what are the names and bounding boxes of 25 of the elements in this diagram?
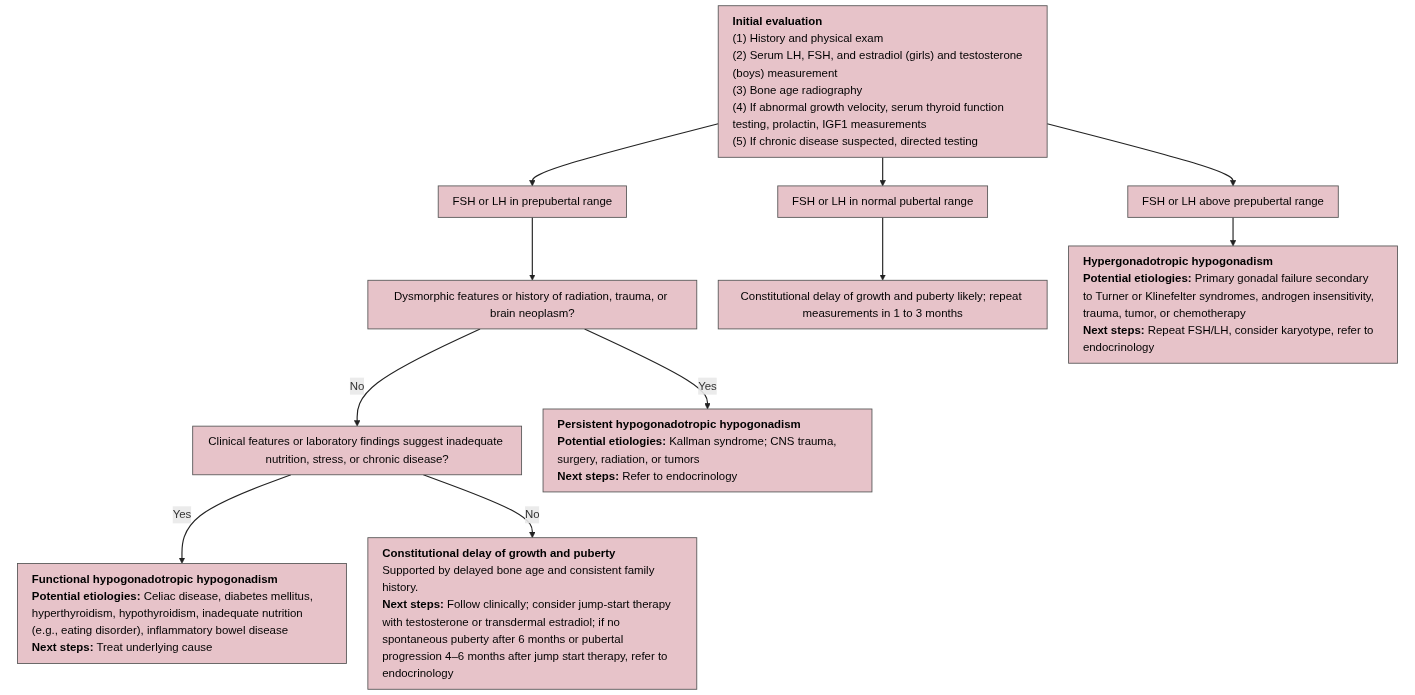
arrow	[879, 216, 886, 281]
node-box: Dysmorphic features or history of radiation, trauma, or brain neoplasm?	[367, 279, 698, 330]
edge-label: No	[525, 508, 540, 521]
arrow	[178, 474, 292, 564]
node-box: Initial evaluation (1) History and physical exam (2) Serum LH, FSH, and estradiol (girls) and testosterone (boys) measurement (3) Bone age radiography (4) If abnormal growth velocity, serum thyroid function testing, prolactin, IGF1 measurements (5) If chronic disease suspected, directed testing	[717, 5, 1048, 158]
node-box: FSH or LH in normal pubertal range	[777, 185, 988, 218]
arrow	[529, 216, 536, 281]
node-box: Clinical features or laboratory findings suggest inadequate nutrition, stress, or chronic disease?	[192, 425, 522, 476]
node-box: FSH or LH in prepubertal range	[437, 185, 627, 218]
node-box: Functional hypogonadotropic hypogonadism Potential etiologies: Celiac disease, diabetes mellitus, hyperthyroidism, hypothyroidism, inadequate nutrition (e.g., eating disorder), inflammatory bowel disease Next steps: Treat underlying cause	[17, 563, 347, 664]
node-box: Hypergonadotropic hypogonadism Potential etiologies: Primary gonadal failure secondary to Turner or Klinefelter syndromes, androgen insensitivity, trauma, tumor, or chemotherapy Next steps: Repeat FSH/LH, consider karyotype, refer to endocrinology	[1068, 245, 1398, 364]
arrow	[1229, 216, 1237, 247]
arrow	[422, 474, 536, 538]
node-box: FSH or LH above prepubertal range	[1127, 185, 1339, 218]
edge-label: Yes	[172, 508, 192, 521]
arrow	[529, 123, 719, 187]
arrow	[354, 328, 481, 427]
node-box: Persistent hypogonadotropic hypogonadism Potential etiologies: Kallman syndrome; CNS trauma, surgery, radiation, or tumors Next steps: Refer to endocrinology	[542, 408, 873, 493]
arrow	[879, 156, 886, 187]
arrow	[584, 328, 711, 410]
arrow	[1046, 123, 1237, 187]
edge-label: No	[349, 379, 365, 392]
edge-label: Yes	[698, 379, 717, 392]
node-box: Constitutional delay of growth and puberty Supported by delayed bone age and consistent family history. Next steps: Follow clinically; consider jump-start therapy with testosterone or transdermal estradiol; if no spontaneous puberty after 6 months or pubertal progression 4–6 months after jump start therapy, refer to endocrinology	[367, 537, 698, 690]
node-box: Constitutional delay of growth and puberty likely; repeat measurements in 1 to 3 months	[717, 279, 1048, 330]
